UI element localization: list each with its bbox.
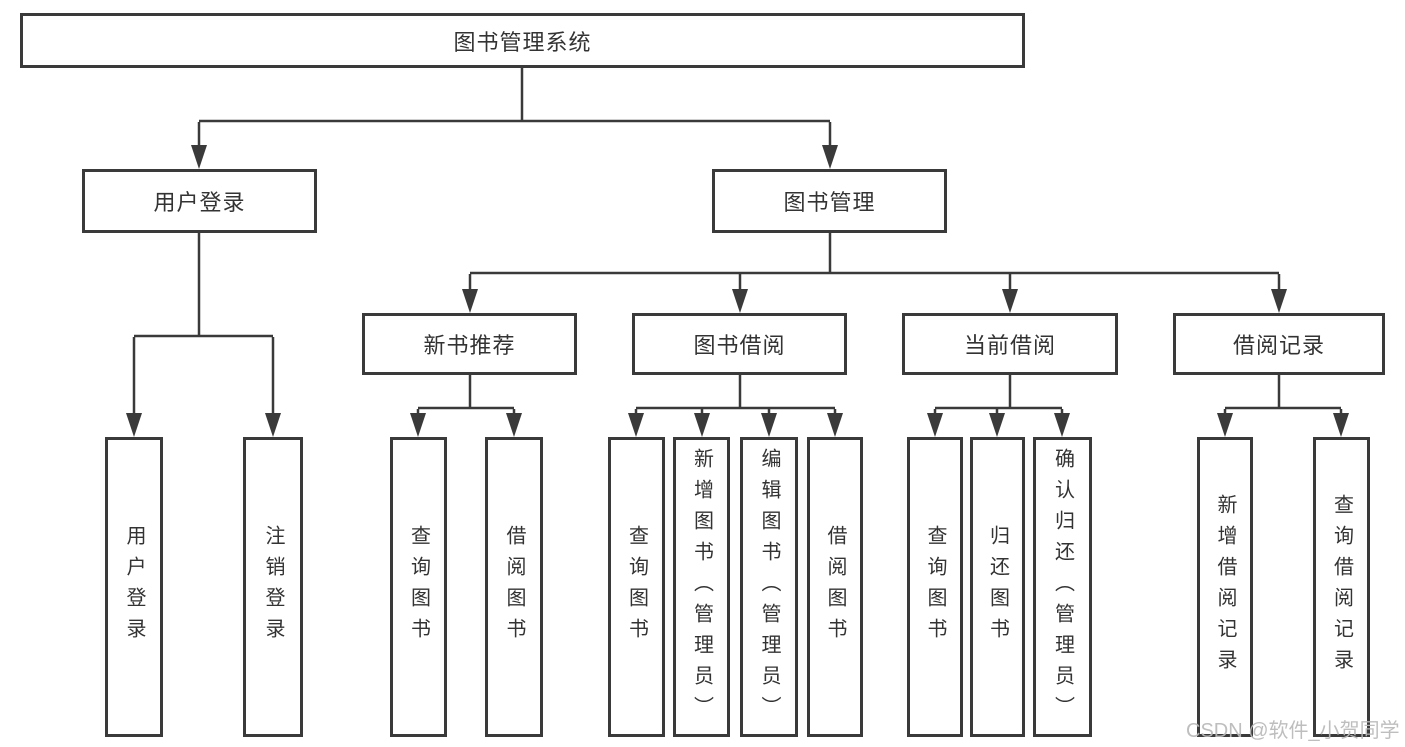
node-library-management-system: 图书管理系统 [20,13,1025,68]
arrow-down-icon [265,413,281,437]
leaf-user-login-label: 用户登录 [123,525,145,649]
connector-book-borrow-to-leaves [634,375,837,419]
leaf-br-query-record: 查询借阅记录 [1313,437,1370,737]
node-book-borrowing-label: 图书借阅 [693,333,786,358]
connector-borrow-records-to-leaves [1223,375,1343,419]
node-current-borrowing: 当前借阅 [902,313,1118,375]
leaf-bb-borrow-books-label: 借阅图书 [824,525,846,649]
leaf-br-query-record-label: 查询借阅记录 [1330,494,1353,680]
leaf-nb-query-books: 查询图书 [390,437,447,737]
leaf-bb-add-books-admin-label: 新增图书（管理员） [690,447,713,727]
leaf-cb-query-books-label: 查询图书 [924,525,946,649]
arrow-down-icon [1271,289,1287,313]
node-borrowing-records: 借阅记录 [1173,313,1385,375]
arrow-down-icon [732,289,748,313]
leaf-bb-edit-books-admin-label: 编辑图书（管理员） [758,447,780,727]
leaf-cb-query-books: 查询图书 [907,437,963,737]
node-book-management-label: 图书管理 [783,190,876,215]
leaf-logout-label: 注销登录 [262,525,284,649]
node-new-book-recommendation: 新书推荐 [362,313,577,375]
arrow-down-icon [126,413,142,437]
leaf-br-add-record: 新增借阅记录 [1197,437,1253,737]
arrow-down-icon [410,413,426,437]
arrow-down-icon [694,413,710,437]
node-new-book-recommendation-label: 新书推荐 [423,333,516,358]
leaf-cb-return-books: 归还图书 [970,437,1025,737]
leaf-nb-borrow-books: 借阅图书 [485,437,543,737]
arrow-down-icon [1002,289,1018,313]
node-borrowing-records-label: 借阅记录 [1232,333,1325,358]
connector-book-management-to-level3 [468,233,1281,295]
leaf-bb-edit-books-admin: 编辑图书（管理员） [740,437,798,737]
leaf-bb-query-books: 查询图书 [608,437,665,737]
leaf-cb-return-books-label: 归还图书 [986,525,1009,649]
arrow-down-icon [989,413,1005,437]
arrow-down-icon [1054,413,1070,437]
node-book-management: 图书管理 [712,169,947,233]
node-user-login-label: 用户登录 [153,190,246,215]
arrow-down-icon [822,145,838,169]
leaf-logout: 注销登录 [243,437,303,737]
node-library-management-system-label: 图书管理系统 [453,29,592,55]
node-user-login: 用户登录 [82,169,317,233]
arrow-down-icon [191,145,207,169]
leaf-bb-query-books-label: 查询图书 [625,525,648,649]
leaf-cb-confirm-return-admin-label: 确认归还（管理员） [1051,447,1074,727]
connector-new-book-to-leaves [416,375,516,419]
watermark: CSDN @软件_小贺同学 [1186,720,1400,742]
arrow-down-icon [628,413,644,437]
arrow-down-icon [506,413,522,437]
leaf-cb-confirm-return-admin: 确认归还（管理员） [1033,437,1092,737]
leaf-br-add-record-label: 新增借阅记录 [1214,494,1236,680]
connector-current-borrow-to-leaves [933,375,1064,419]
connector-user-login-to-leaves [132,233,275,419]
arrow-down-icon [761,413,777,437]
arrow-down-icon [927,413,943,437]
node-current-borrowing-label: 当前借阅 [963,333,1056,358]
leaf-nb-borrow-books-label: 借阅图书 [503,525,525,649]
arrow-down-icon [462,289,478,313]
arrow-down-icon [1333,413,1349,437]
arrow-down-icon [827,413,843,437]
leaf-user-login: 用户登录 [105,437,163,737]
connector-root-to-level2 [197,68,832,150]
node-book-borrowing: 图书借阅 [632,313,847,375]
leaf-nb-query-books-label: 查询图书 [407,525,430,649]
leaf-bb-borrow-books: 借阅图书 [807,437,863,737]
leaf-bb-add-books-admin: 新增图书（管理员） [673,437,730,737]
arrow-down-icon [1217,413,1233,437]
